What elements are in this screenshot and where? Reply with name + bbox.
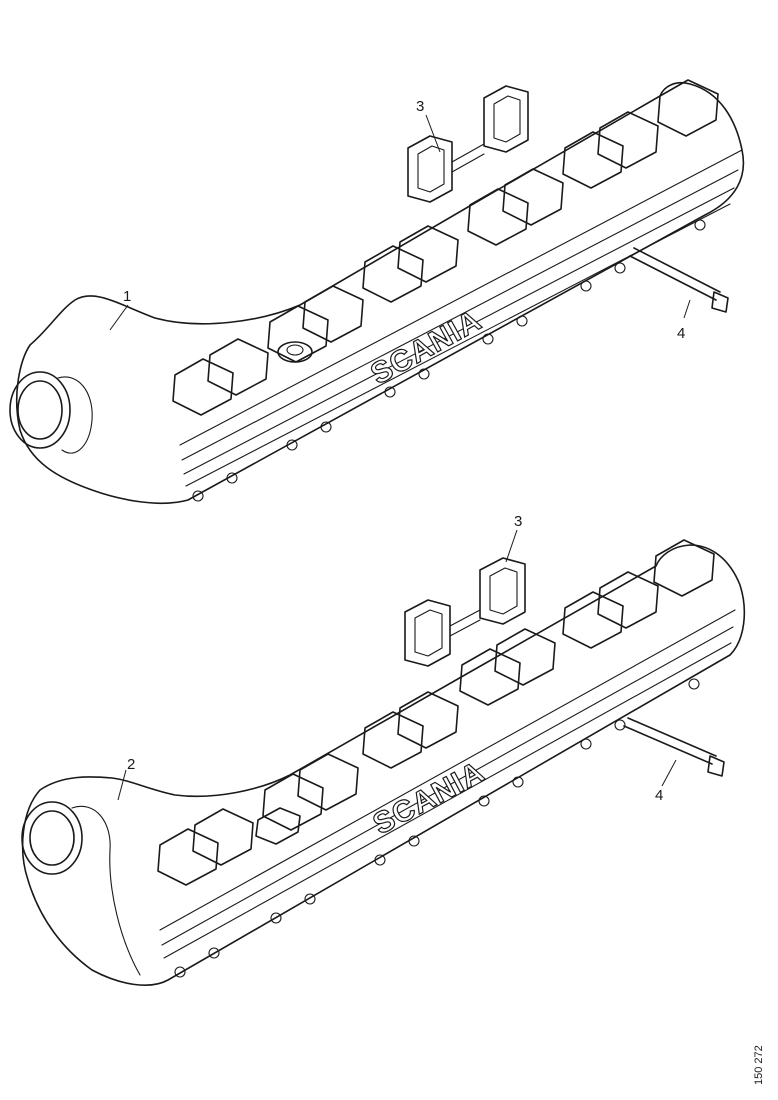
callout-1: 1 xyxy=(123,288,131,305)
gasket-3-upper xyxy=(407,85,529,203)
bolt-4-lower xyxy=(623,717,725,777)
document-number: 150 272 xyxy=(753,1045,765,1085)
gasket-3-lower xyxy=(404,557,526,667)
callout-3-upper: 3 xyxy=(416,98,424,115)
port-row-lower xyxy=(157,539,715,886)
exhaust-manifold-1: SCANIA xyxy=(9,79,745,505)
callout-4-upper: 4 xyxy=(677,325,685,342)
bolt-bosses-lower xyxy=(174,678,700,978)
bolt-bosses-upper xyxy=(192,219,706,502)
callout-2: 2 xyxy=(127,756,135,773)
port-row-upper xyxy=(172,79,719,416)
bolt-4-upper xyxy=(629,247,729,313)
callout-3-lower: 3 xyxy=(514,513,522,530)
callout-leaders xyxy=(109,114,691,801)
callout-4-lower: 4 xyxy=(655,787,663,804)
